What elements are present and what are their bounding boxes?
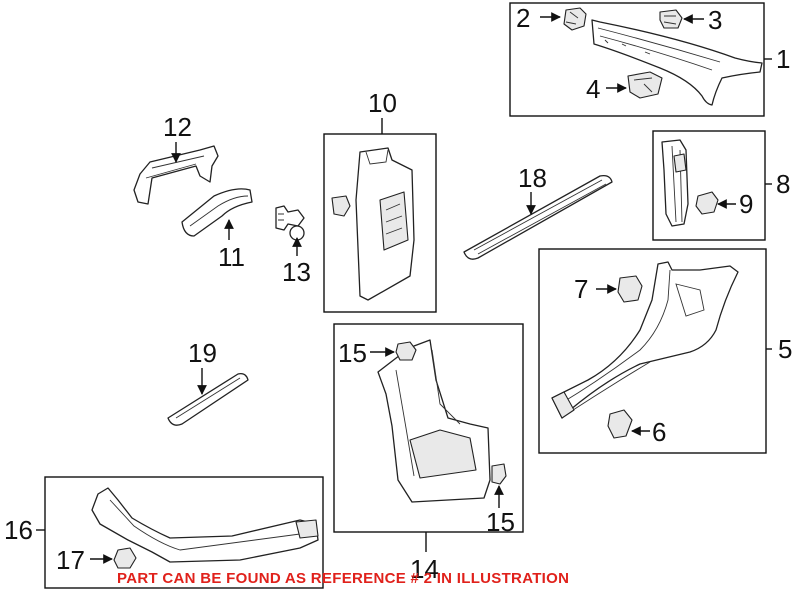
part-15-clip-lower <box>491 463 507 485</box>
part-3-clip <box>659 9 683 29</box>
callout-8: 8 <box>776 169 790 199</box>
part-17-clip <box>113 547 137 569</box>
callout-7: 7 <box>574 274 588 304</box>
part-5-lower-trim <box>551 261 739 419</box>
part-10-clip <box>331 195 351 217</box>
group-box-14 <box>333 323 524 533</box>
callout-14: 14 <box>410 554 439 584</box>
part-4-clip <box>627 71 663 99</box>
part-14-pillar-lower-trim <box>377 339 491 503</box>
group-box-5 <box>538 248 767 454</box>
callout-16: 16 <box>4 515 33 545</box>
part-6-clip <box>607 409 633 439</box>
group-box-16 <box>44 476 324 589</box>
part-1-a-pillar-trim <box>591 19 763 106</box>
callout-6: 6 <box>652 417 666 447</box>
callout-5: 5 <box>778 334 792 364</box>
part-11-grab-handle <box>181 188 253 237</box>
part-9-clip <box>695 191 719 215</box>
callout-13: 13 <box>282 257 311 287</box>
callout-2: 2 <box>516 3 530 33</box>
part-19-sill-insert <box>167 372 249 426</box>
part-13-fastener <box>275 205 305 241</box>
part-16-kick-panel <box>91 487 319 563</box>
callout-3: 3 <box>708 5 722 35</box>
part-15-clip-upper <box>395 341 417 361</box>
part-18-sill-plate <box>463 174 613 260</box>
part-10-pillar-upper-trim <box>355 147 415 301</box>
callout-15b: 15 <box>486 507 515 537</box>
callout-4: 4 <box>586 74 600 104</box>
callout-15a: 15 <box>338 338 367 368</box>
callout-12: 12 <box>163 112 192 142</box>
callout-18: 18 <box>518 163 547 193</box>
callout-11: 11 <box>218 242 245 272</box>
callout-1: 1 <box>776 44 790 74</box>
callout-9: 9 <box>739 189 753 219</box>
part-8-pillar-trim <box>661 139 689 227</box>
part-7-clip <box>617 275 643 303</box>
part-2-clip <box>563 7 587 31</box>
callout-17: 17 <box>56 545 85 575</box>
reference-notice: PART CAN BE FOUND AS REFERENCE # 2 IN IL… <box>117 570 569 587</box>
callout-19: 19 <box>188 338 217 368</box>
group-box-10 <box>323 133 437 313</box>
callout-10: 10 <box>368 88 397 118</box>
group-box-8 <box>652 130 766 241</box>
